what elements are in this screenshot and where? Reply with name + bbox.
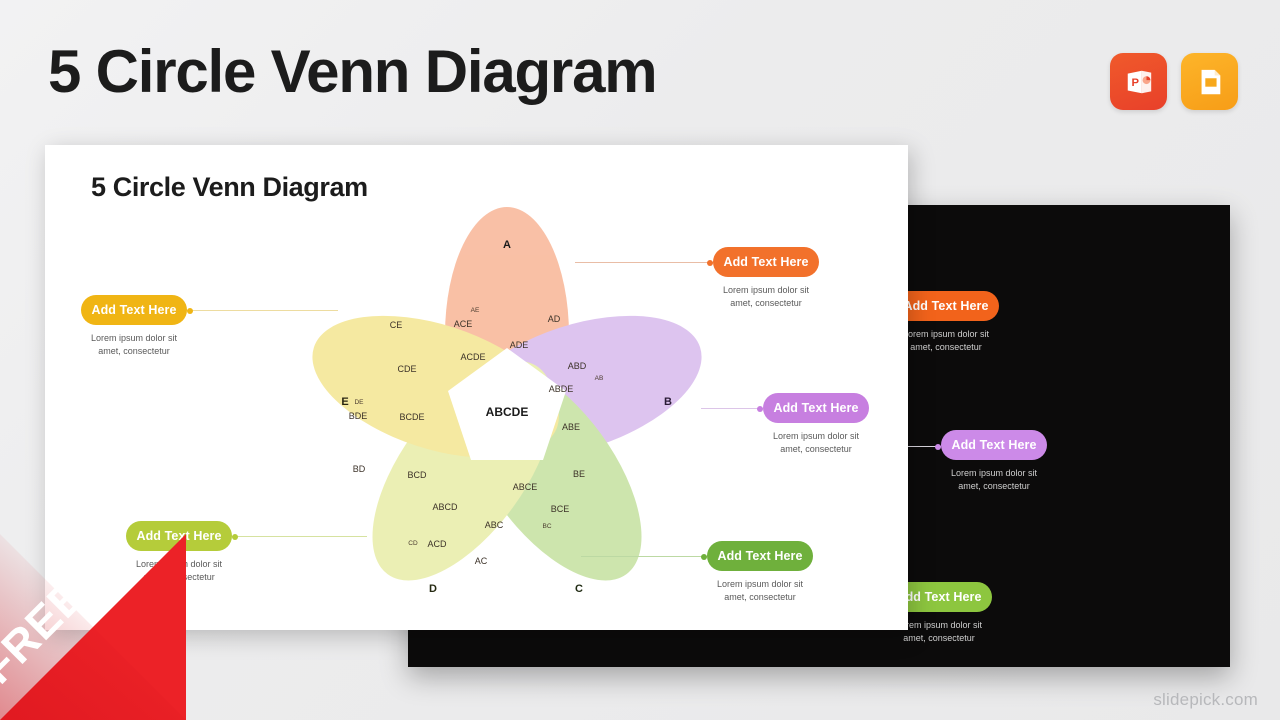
callout-description: Lorem ipsum dolor sit amet, consectetur: [950, 468, 1038, 492]
venn-region-abd: ABD: [568, 361, 587, 371]
callout-description: Lorem ipsum dolor sit amet, consectetur: [716, 579, 804, 603]
venn-region-ade: ADE: [510, 340, 529, 350]
leader-dot: [757, 405, 763, 412]
venn-diagram-light: ABCDE A B C D E AE ACE ACDE ADE AD ABD A…: [297, 200, 717, 620]
callout-d[interactable]: Add Text Here Lorem ipsum dolor sit amet…: [126, 521, 367, 584]
leader-dot: [187, 307, 193, 314]
venn-petal-label-b: B: [664, 396, 672, 408]
callout-pill[interactable]: Add Text Here: [941, 430, 1047, 460]
venn-petal-label-d: D: [429, 583, 437, 595]
venn-region-ad: AD: [548, 314, 561, 324]
venn-region-abce: ABCE: [513, 482, 538, 492]
venn-region-bce: BCE: [551, 504, 570, 514]
venn-region-bc: BC: [542, 523, 551, 530]
callout-c[interactable]: Add Text Here Lorem ipsum dolor sit amet…: [581, 541, 813, 604]
venn-region-ae: AE: [471, 307, 480, 314]
slide-title: 5 Circle Venn Diagram: [91, 172, 368, 202]
svg-text:P: P: [1131, 76, 1139, 88]
venn-region-bcde: BCDE: [399, 412, 424, 422]
callout-description: Lorem ipsum dolor sit amet, consectetur: [135, 559, 223, 583]
venn-petal-label-c: C: [575, 583, 583, 595]
callout-e[interactable]: Add Text Here Lorem ipsum dolor sit amet…: [81, 295, 338, 358]
venn-petal-label-e: E: [341, 396, 348, 408]
callout-description: Lorem ipsum dolor sit amet, consectetur: [722, 285, 810, 309]
callout-pill[interactable]: Add Text Here: [126, 521, 232, 551]
venn-region-acde: ACDE: [460, 352, 485, 362]
venn-region-abcd: ABCD: [432, 502, 458, 512]
leader-line: [581, 553, 707, 560]
callout-a[interactable]: Add Text Here Lorem ipsum dolor sit amet…: [575, 247, 819, 310]
watermark: slidepick.com: [1153, 690, 1258, 709]
venn-core-pentagon: [448, 348, 566, 460]
leader-dot: [707, 259, 713, 266]
leader-dot: [935, 443, 941, 450]
callout-description: Lorem ipsum dolor sit amet, consectetur: [90, 333, 178, 357]
venn-region-de: DE: [354, 399, 364, 406]
venn-region-bcd: BCD: [407, 470, 427, 480]
venn-core-label: ABCDE: [486, 405, 529, 419]
venn-region-abc: ABC: [485, 520, 504, 530]
callout-description: Lorem ipsum dolor sit amet, consectetur: [772, 431, 860, 455]
callout-pill[interactable]: Add Text Here: [707, 541, 813, 571]
venn-region-abde: ABDE: [549, 384, 574, 394]
callout-dark-b[interactable]: Add Text Here Lorem ipsum dolor sit amet…: [831, 430, 1047, 493]
venn-region-cde: CDE: [397, 364, 416, 374]
venn-region-cd: CD: [408, 540, 418, 547]
leader-line: [575, 259, 713, 266]
callout-pill[interactable]: Add Text Here: [893, 291, 999, 321]
format-icons: P: [1110, 53, 1238, 110]
callout-b[interactable]: Add Text Here Lorem ipsum dolor sit amet…: [701, 393, 869, 456]
callout-dark-a[interactable]: Add Text Here Lorem ipsum dolor sit amet…: [710, 291, 999, 354]
callout-description: Lorem ipsum dolor sit amet, consectetur: [895, 620, 983, 644]
leader-dot: [232, 533, 238, 540]
venn-svg-light: ABCDE A B C D E AE ACE ACDE ADE AD ABD A…: [312, 207, 702, 595]
callout-description: Lorem ipsum dolor sit amet, consectetur: [902, 329, 990, 353]
leader-line: [187, 307, 338, 314]
leader-line: [701, 405, 763, 412]
callout-pill[interactable]: Add Text Here: [763, 393, 869, 423]
page-title: 5 Circle Venn Diagram: [48, 38, 658, 105]
venn-region-bd: BD: [353, 464, 366, 474]
venn-region-acd: ACD: [427, 539, 447, 549]
google-slides-icon[interactable]: [1181, 53, 1238, 110]
venn-petal-label-a: A: [503, 239, 511, 251]
venn-region-abe: ABE: [562, 422, 580, 432]
slide-preview-light[interactable]: 5 Circle Venn Diagram ABCDE A B C D E AE…: [45, 145, 908, 630]
leader-line: [232, 533, 367, 540]
powerpoint-icon[interactable]: P: [1110, 53, 1167, 110]
venn-region-be: BE: [573, 469, 585, 479]
venn-region-ace: ACE: [454, 319, 473, 329]
venn-region-bde: BDE: [349, 411, 368, 421]
venn-region-ac: AC: [475, 556, 488, 566]
venn-region-ce: CE: [390, 320, 403, 330]
leader-dot: [701, 553, 707, 560]
venn-region-ab: AB: [595, 375, 604, 382]
callout-pill[interactable]: Add Text Here: [713, 247, 819, 277]
callout-pill[interactable]: Add Text Here: [81, 295, 187, 325]
